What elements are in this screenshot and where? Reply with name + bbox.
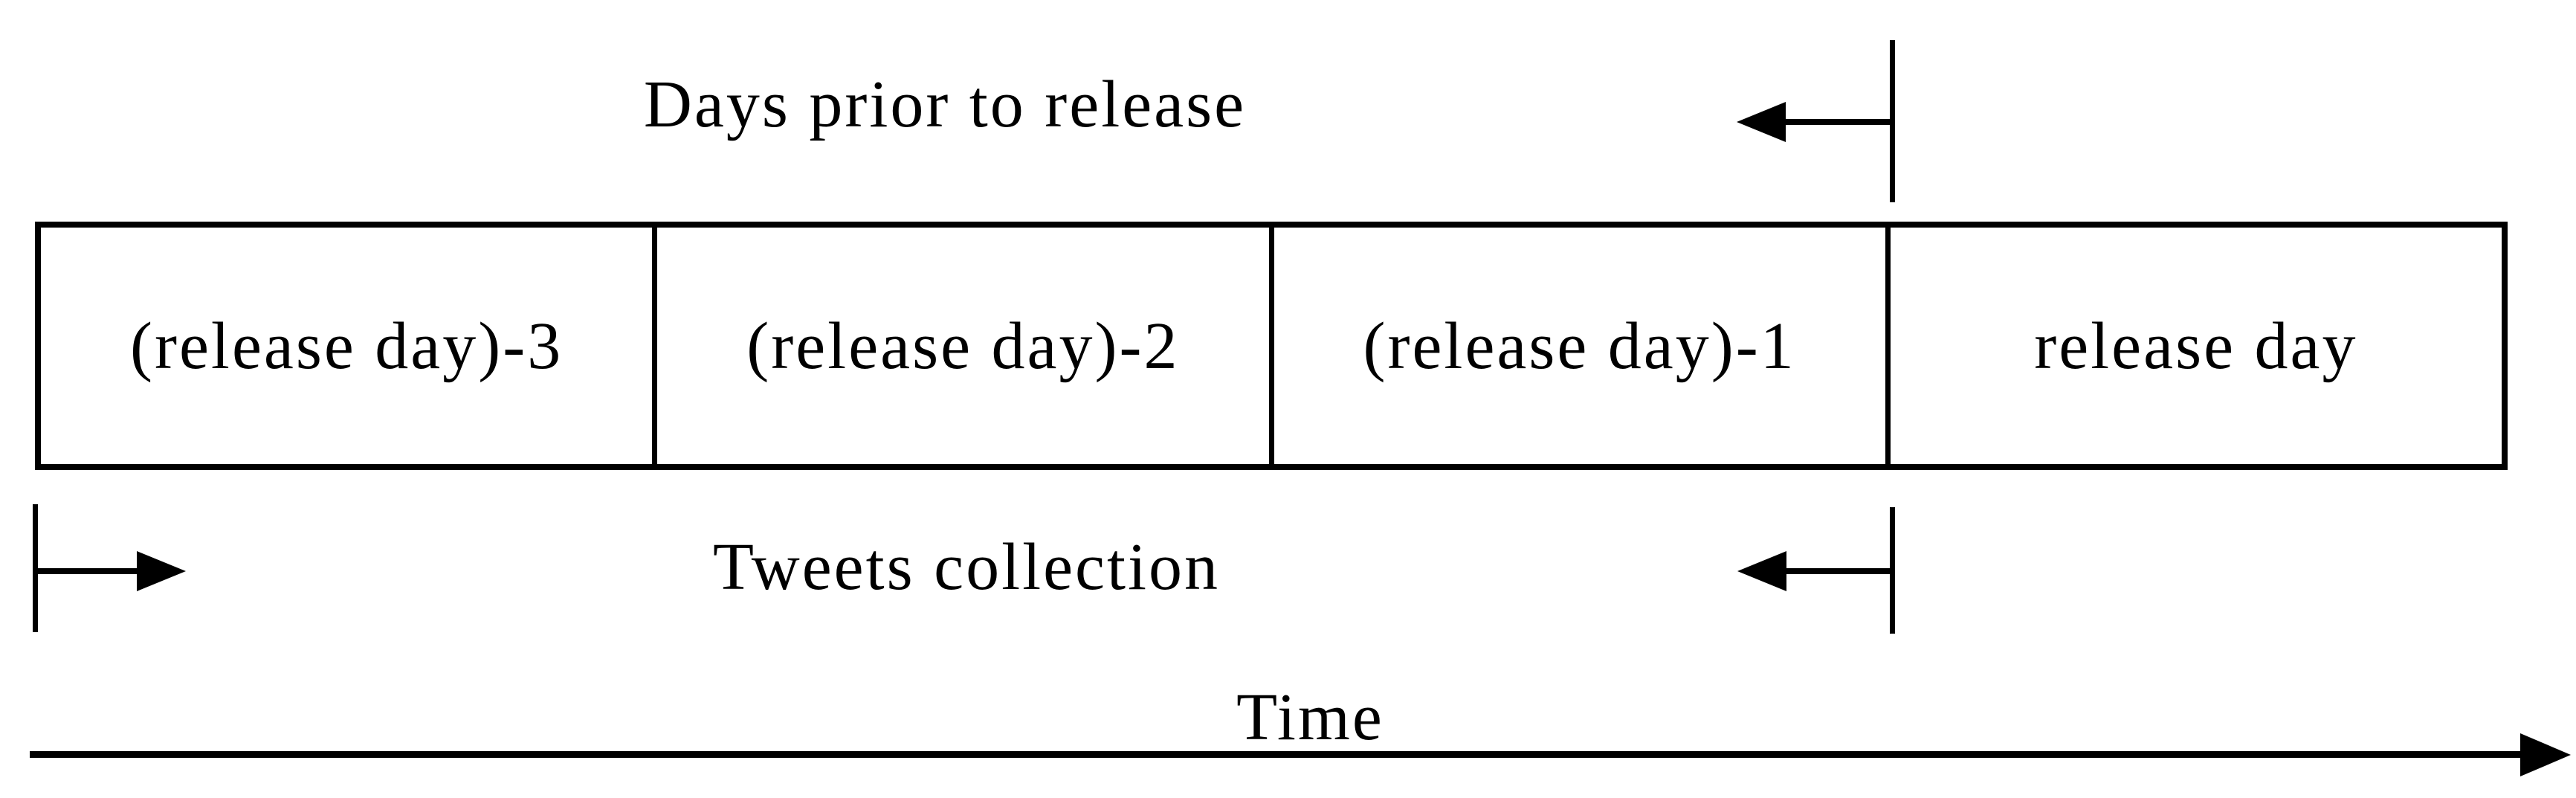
arrowhead-right-icon [137, 551, 186, 591]
tweets-end-tick [1890, 507, 1895, 634]
tweets-end-arrow-shaft [1785, 568, 1890, 574]
cell-label: (release day)-2 [746, 309, 1180, 383]
timeline-cell-release-day-minus-1: (release day)-1 [1268, 228, 1885, 464]
time-axis-label: Time [1236, 680, 1384, 754]
days-prior-to-release-label: Days prior to release [643, 68, 1247, 141]
cell-label: (release day)-3 [130, 309, 564, 383]
arrowhead-left-icon [1737, 102, 1786, 142]
timeline-cell-release-day: release day [1885, 228, 2502, 464]
tweets-start-arrow-shaft [38, 568, 138, 574]
release-boundary-tick-top [1890, 40, 1895, 202]
days-prior-arrow-shaft [1784, 119, 1890, 125]
tweets-start-tick [33, 504, 38, 632]
cell-label: release day [2034, 309, 2358, 383]
arrowhead-right-icon [2520, 733, 2571, 776]
cell-label: (release day)-1 [1363, 309, 1796, 383]
time-axis-line [30, 751, 2520, 758]
timeline-box: (release day)-3 (release day)-2 (release… [35, 222, 2508, 470]
timeline-cell-release-day-minus-3: (release day)-3 [41, 228, 652, 464]
tweets-collection-label: Tweets collection [713, 530, 1220, 604]
arrowhead-left-icon [1737, 551, 1786, 591]
timeline-cell-release-day-minus-2: (release day)-2 [652, 228, 1268, 464]
